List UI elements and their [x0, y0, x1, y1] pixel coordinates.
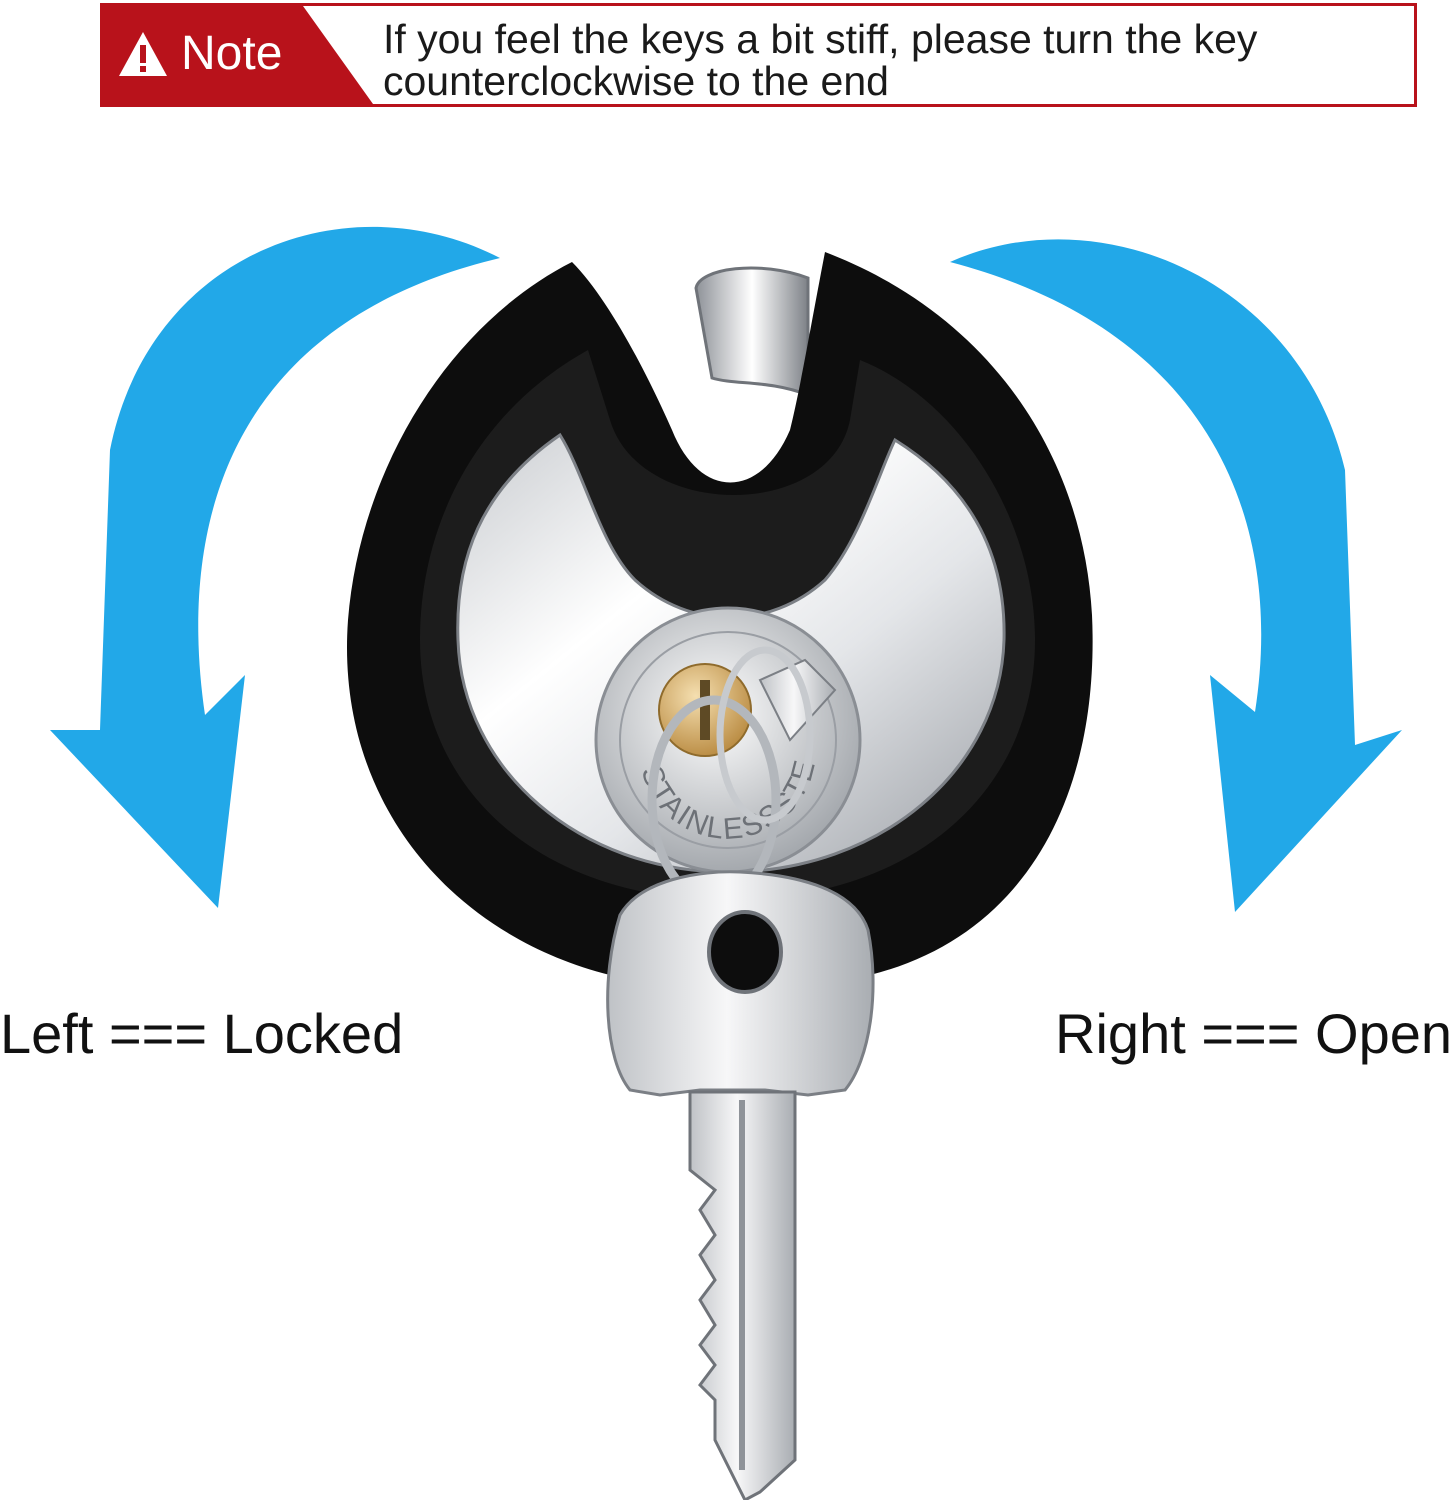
- left-locked-label: Left === Locked: [0, 1002, 404, 1065]
- arrow-counterclockwise-icon: [50, 226, 500, 909]
- warning-triangle-icon: [119, 32, 167, 76]
- shackle: [694, 266, 810, 398]
- right-open-label: Right === Open: [1055, 1002, 1452, 1065]
- key-hole: [707, 910, 783, 994]
- note-label: Note: [181, 27, 283, 80]
- key-ring-2: [716, 646, 814, 824]
- note-text: If you feel the keys a bit stiff, please…: [383, 16, 1258, 104]
- note-banner: Note If you feel the keys a bit stiff, p…: [100, 3, 1417, 107]
- arrow-clockwise-icon: [950, 239, 1402, 912]
